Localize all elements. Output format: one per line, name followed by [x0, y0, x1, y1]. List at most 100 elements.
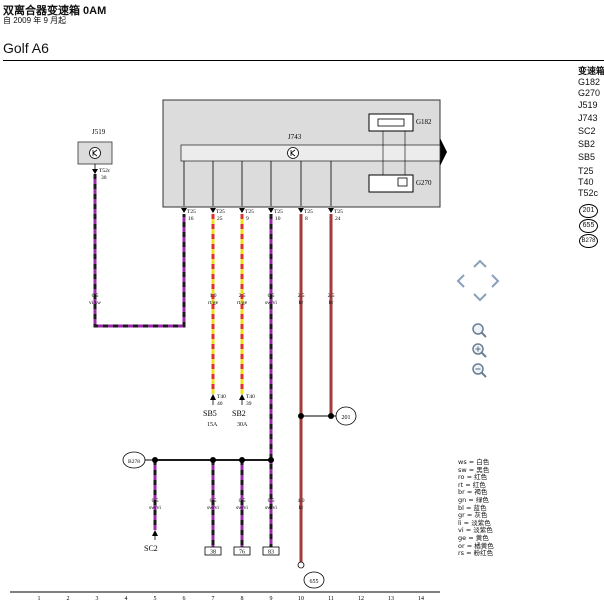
document-title: 双离合器变速箱 0AM [3, 5, 107, 17]
continuation-arrow[interactable] [440, 138, 447, 166]
junction-dots [152, 413, 334, 463]
zoom-reset-button[interactable] [469, 360, 491, 382]
pan-down-button[interactable] [469, 286, 491, 308]
color-key-entry: ro = 红色 [458, 473, 488, 482]
g270-label: G270 [416, 179, 432, 187]
reference-box[interactable] [233, 546, 251, 556]
ruler-label: 8 [241, 596, 244, 600]
b278-label: B278 [128, 459, 140, 465]
document-subtitle: 自 2009 年 9 月起 [3, 16, 67, 25]
g182-label: G182 [416, 118, 432, 126]
legend-circle-b278[interactable]: B278 [579, 234, 598, 248]
ruler-label: 6 [183, 596, 186, 600]
fuse-sb2-label[interactable]: SB2 [232, 409, 246, 418]
fuse-sb5-rating: 15A [207, 422, 218, 428]
legend-circle-655[interactable]: 655 [579, 219, 598, 233]
ground-point-655[interactable] [303, 571, 325, 589]
connector-arrow [92, 169, 98, 174]
legend-item[interactable]: T25 [578, 165, 594, 176]
wire-color: sw/vi [149, 505, 161, 511]
connector-id: T25 [245, 209, 254, 215]
wire-color: sw/vi [265, 505, 277, 511]
ruler-label: 1 [38, 596, 41, 600]
connector-group [181, 208, 334, 213]
wire-size: 2.5 [298, 293, 305, 299]
ruler-label: 14 [418, 596, 424, 600]
chevron-down-icon [473, 293, 487, 302]
chevron-up-icon [473, 259, 487, 268]
color-key-entry: br = 褐色 [458, 488, 488, 497]
wire-color: sw/vi [207, 505, 219, 511]
legend-item[interactable]: J743 [578, 112, 598, 123]
g270-element [397, 177, 408, 187]
wire-size: 0.5 [152, 498, 159, 504]
fuse-pin: 39 [246, 401, 252, 407]
ruler-label: 13 [388, 596, 394, 600]
ruler-label: 3 [96, 596, 99, 600]
fuse-connector: T40 [246, 394, 255, 400]
component-legend: 变速箱 G182 G270 J519 J743 SC2 SB2 SB5 T25 … [578, 66, 604, 199]
connector-pin: 25 [217, 216, 223, 222]
connector-arrow [328, 208, 334, 213]
legend-item[interactable]: SC2 [578, 126, 596, 137]
ruler-label: 2 [67, 596, 70, 600]
color-key-entry: sw = 黑色 [458, 465, 490, 474]
connector-id: T25 [274, 209, 283, 215]
wire-color: rt/ge [208, 300, 219, 306]
connector-pin: 9 [246, 216, 249, 222]
pan-left-button[interactable] [450, 270, 472, 292]
legend-circle-201[interactable]: 201 [579, 204, 598, 218]
ruler-labels: 1 2 3 4 5 6 7 8 9 10 11 12 13 14 [38, 596, 425, 600]
ruler-label: 5 [154, 596, 157, 600]
wire-size: 1.0 [210, 293, 217, 299]
connector-arrow [210, 208, 216, 213]
reference-box[interactable] [204, 546, 222, 556]
wire-size: 0.5 [239, 498, 246, 504]
legend-item[interactable]: G182 [578, 77, 601, 88]
ground-point-201[interactable] [335, 406, 357, 426]
wire-size: 0.5 [92, 293, 99, 299]
connector-pin: 8 [305, 216, 308, 222]
fuse-connector: T40 [217, 394, 226, 400]
chevron-right-icon [491, 274, 500, 288]
wire-color: sw/vi [236, 505, 248, 511]
j743-label: J743 [288, 133, 302, 141]
fuse-connector-arrow [152, 530, 158, 536]
connector-id: T25 [216, 209, 225, 215]
reference-box[interactable] [262, 546, 280, 556]
wire-spec-labels: 0.5 vi/sw 1.0 rt/ge 2.5 rt/ge 0.5 sw/vi … [89, 293, 335, 306]
transistor-icon [89, 147, 101, 159]
pan-right-button[interactable] [484, 270, 506, 292]
wire-color: sw/vi [265, 300, 277, 306]
color-key-entry: ws = 白色 [458, 458, 490, 466]
zoom-out-button[interactable] [469, 320, 491, 342]
transistor-symbol [92, 149, 98, 157]
wire-size: 0.5 [210, 498, 217, 504]
legend-item[interactable]: SB5 [578, 152, 596, 163]
g182-element [377, 118, 405, 127]
connection-b278[interactable] [122, 451, 146, 469]
legend-item[interactable]: J519 [578, 99, 598, 110]
fuse-sb5-label[interactable]: SB5 [203, 409, 217, 418]
transistor-icon [287, 147, 299, 159]
wire-size: 4.0 [298, 498, 305, 504]
wires-violet-black [93, 174, 273, 550]
j519-label: J519 [92, 128, 106, 136]
connector-pin: 10 [275, 216, 281, 222]
fuse-labels: T40 40 T40 39 [217, 394, 255, 407]
zoom-in-button[interactable] [469, 340, 491, 362]
ground-terminal [297, 561, 305, 569]
color-key-entry: gn = 绿色 [458, 495, 489, 504]
color-key-entry: vi = 淡紫色 [458, 526, 493, 535]
legend-item[interactable]: SB2 [578, 139, 596, 150]
ground-655-label: 655 [310, 579, 319, 585]
wire-color: rt/ge [237, 300, 248, 306]
pan-up-button[interactable] [469, 253, 491, 275]
legend-item[interactable]: T52c [578, 188, 599, 199]
legend-item[interactable]: G270 [578, 88, 601, 99]
wire-color: br [329, 300, 334, 306]
legend-item[interactable]: T40 [578, 176, 594, 187]
fuse-sc2-label[interactable]: SC2 [144, 544, 158, 553]
fuse-connector-arrow [239, 394, 245, 400]
color-key-entry: gr = 灰色 [458, 511, 488, 520]
